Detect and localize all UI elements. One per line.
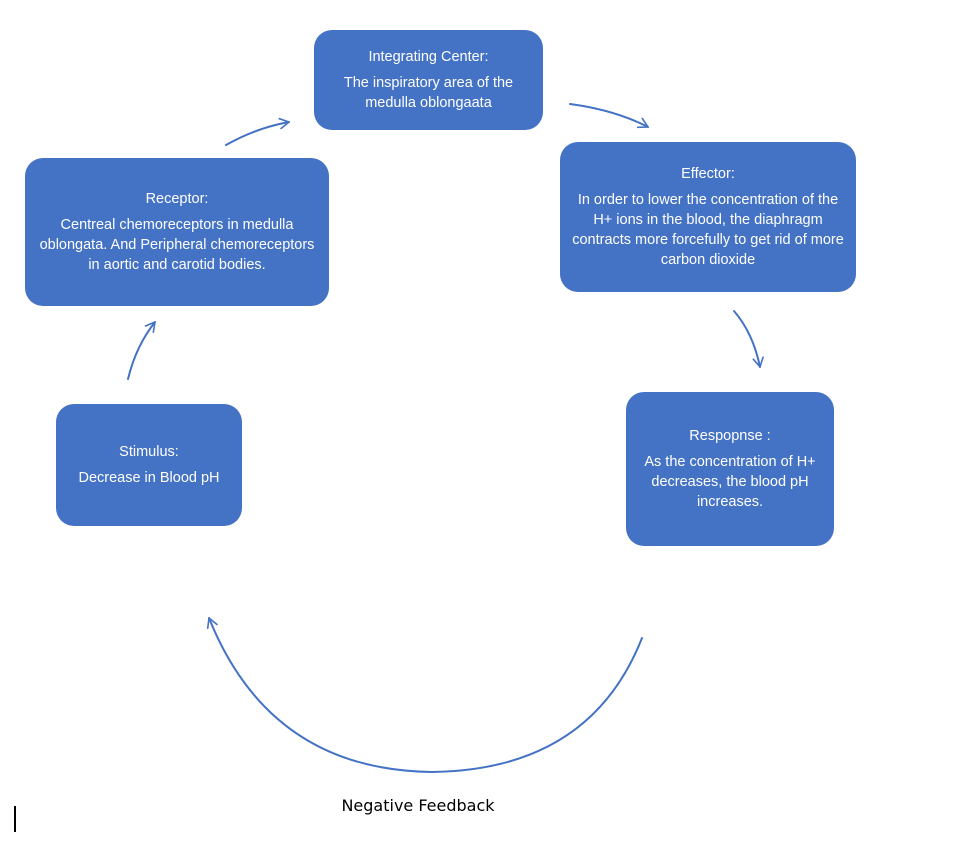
effector-text: In order to lower the concentration of t… (572, 192, 844, 268)
stimulus-text: Decrease in Blood pH (78, 470, 220, 486)
stimulus-box: Stimulus: Decrease in Blood pH (56, 404, 242, 526)
response-text: As the concentration of H+ decreases, th… (644, 454, 816, 510)
integrating-center-box: Integrating Center: The inspiratory area… (314, 30, 543, 130)
arrow-integrating-to-effector (569, 103, 649, 129)
stimulus-heading: Stimulus: (119, 444, 179, 460)
text-cursor (14, 806, 16, 832)
response-box: Respopnse : As the concentration of H+ d… (626, 392, 834, 546)
response-heading: Respopnse : (689, 428, 771, 444)
effector-heading: Effector: (681, 166, 735, 182)
arrow-effector-to-response (733, 310, 764, 368)
arrow-receptor-to-integrating (225, 117, 290, 146)
receptor-text: Centreal chemoreceptors in medulla oblon… (39, 217, 315, 273)
effector-box: Effector: In order to lower the concentr… (560, 142, 856, 292)
arrow-stimulus-to-receptor (127, 321, 156, 380)
integrating-center-text: The inspiratory area of the medulla oblo… (343, 75, 514, 111)
diagram-caption: Negative Feedback (341, 796, 495, 815)
integrating-center-heading: Integrating Center: (368, 49, 489, 65)
arrow-response-to-stimulus (206, 617, 643, 774)
receptor-heading: Receptor: (145, 191, 209, 207)
receptor-box: Receptor: Centreal chemoreceptors in med… (25, 158, 329, 306)
